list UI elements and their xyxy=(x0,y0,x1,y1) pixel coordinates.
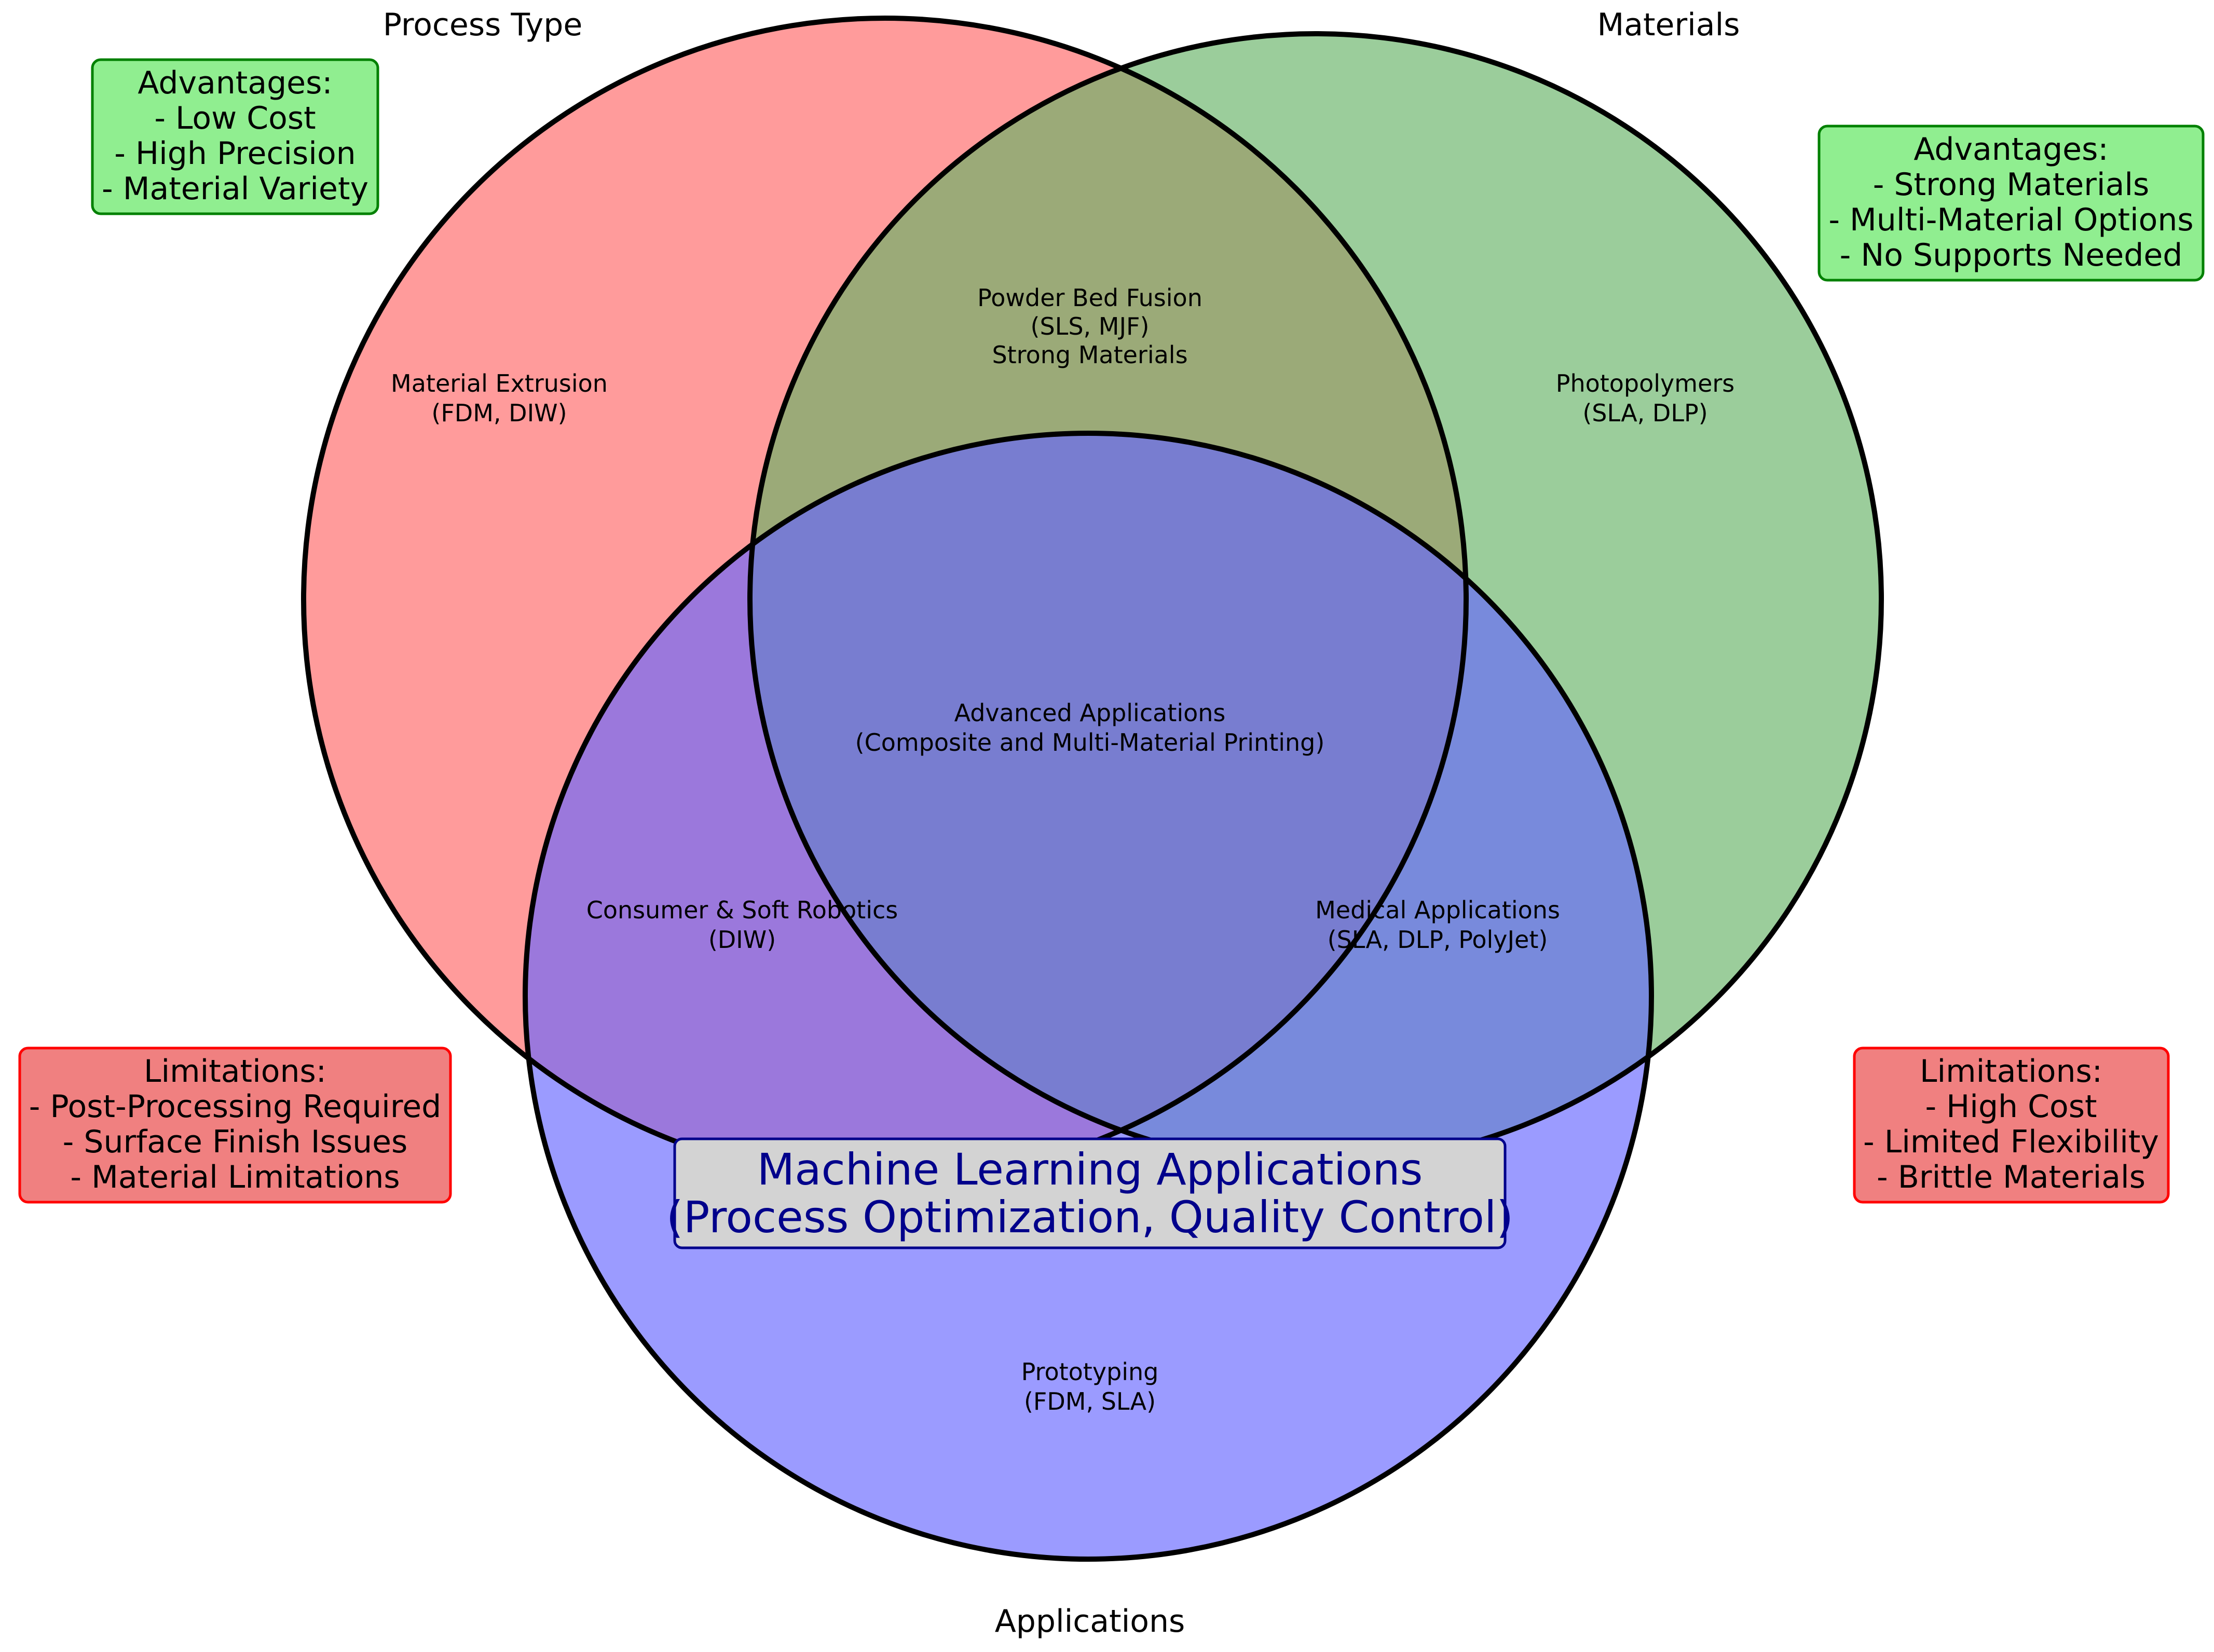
region-center-line-1: Advanced Applications xyxy=(954,699,1226,727)
region-applications-only: Prototyping (FDM, SLA) xyxy=(1021,1358,1159,1415)
process-advantages-line-2: - Low Cost xyxy=(154,100,316,136)
applications-circle xyxy=(525,433,1651,1559)
materials-advantages-box: Advantages: - Strong Materials - Multi-M… xyxy=(1817,125,2205,282)
process-type-title: Process Type xyxy=(383,7,583,43)
process-limitations-line-4: - Material Limitations xyxy=(70,1159,400,1195)
region-process-applications-line-1: Consumer & Soft Robotics xyxy=(586,896,898,924)
ml-applications-box-background xyxy=(673,1137,1507,1249)
materials-advantages-line-2: - Strong Materials xyxy=(1873,167,2150,203)
materials-advantages-line-4: - No Supports Needed xyxy=(1840,237,2183,273)
materials-limitations-line-2: - High Cost xyxy=(1925,1089,2097,1125)
region-applications-only-line-2: (FDM, SLA) xyxy=(1024,1387,1156,1415)
ml-applications-line-1: Machine Learning Applications xyxy=(757,1144,1423,1195)
region-materials-applications-line-2: (SLA, DLP, PolyJet) xyxy=(1328,926,1548,954)
region-materials-only: Photopolymers (SLA, DLP) xyxy=(1556,369,1735,427)
process-limitations-line-1: Limitations: xyxy=(144,1053,326,1090)
region-process-materials-line-2: (SLS, MJF) xyxy=(1031,312,1150,340)
applications-title: Applications xyxy=(995,1603,1185,1640)
region-process-only-line-1: Material Extrusion xyxy=(391,369,608,397)
materials-title: Materials xyxy=(1597,7,1740,43)
ml-applications-line-2: (Process Optimization, Quality Control) xyxy=(666,1192,1513,1243)
region-center: Advanced Applications (Composite and Mul… xyxy=(855,699,1325,756)
materials-limitations-line-3: - Limited Flexibility xyxy=(1863,1124,2159,1160)
materials-limitations-box-background xyxy=(1853,1047,2170,1204)
process-advantages-box-background xyxy=(91,58,379,215)
process-limitations-box: Limitations: - Post-Processing Required … xyxy=(18,1047,452,1204)
region-materials-applications-line-1: Medical Applications xyxy=(1315,896,1560,924)
materials-limitations-box: Limitations: - High Cost - Limited Flexi… xyxy=(1853,1047,2170,1204)
process-limitations-line-3: - Surface Finish Issues xyxy=(63,1124,408,1160)
applications-outline xyxy=(523,431,1654,1562)
region-process-materials-line-1: Powder Bed Fusion xyxy=(977,284,1202,312)
process-advantages-box: Advantages: - Low Cost - High Precision … xyxy=(91,58,379,215)
process-limitations-box-background xyxy=(18,1047,452,1204)
region-process-only: Material Extrusion (FDM, DIW) xyxy=(391,369,608,427)
set-fills xyxy=(304,18,1881,1559)
process-advantages-line-3: - High Precision xyxy=(114,135,356,172)
region-materials-only-line-2: (SLA, DLP) xyxy=(1582,399,1707,427)
ml-applications-box: Machine Learning Applications (Process O… xyxy=(666,1137,1513,1249)
region-materials-only-line-1: Photopolymers xyxy=(1556,369,1735,397)
region-process-only-line-2: (FDM, DIW) xyxy=(431,399,567,427)
materials-advantages-line-1: Advantages: xyxy=(1914,131,2108,168)
region-materials-applications: Medical Applications (SLA, DLP, PolyJet) xyxy=(1315,896,1560,954)
region-process-materials: Powder Bed Fusion (SLS, MJF) Strong Mate… xyxy=(977,284,1202,369)
region-process-applications: Consumer & Soft Robotics (DIW) xyxy=(586,896,898,954)
materials-limitations-line-4: - Brittle Materials xyxy=(1877,1159,2145,1195)
process-advantages-line-4: - Material Variety xyxy=(102,171,368,207)
region-applications-only-line-1: Prototyping xyxy=(1021,1358,1159,1386)
process-advantages-line-1: Advantages: xyxy=(138,65,332,101)
region-process-materials-line-3: Strong Materials xyxy=(992,341,1187,369)
region-process-applications-line-2: (DIW) xyxy=(708,926,776,954)
region-center-line-2: (Composite and Multi-Material Printing) xyxy=(855,728,1325,756)
process-limitations-line-2: - Post-Processing Required xyxy=(29,1089,441,1125)
materials-advantages-box-background xyxy=(1817,125,2205,282)
materials-limitations-line-1: Limitations: xyxy=(1920,1053,2102,1090)
materials-advantages-line-3: - Multi-Material Options xyxy=(1828,202,2193,238)
